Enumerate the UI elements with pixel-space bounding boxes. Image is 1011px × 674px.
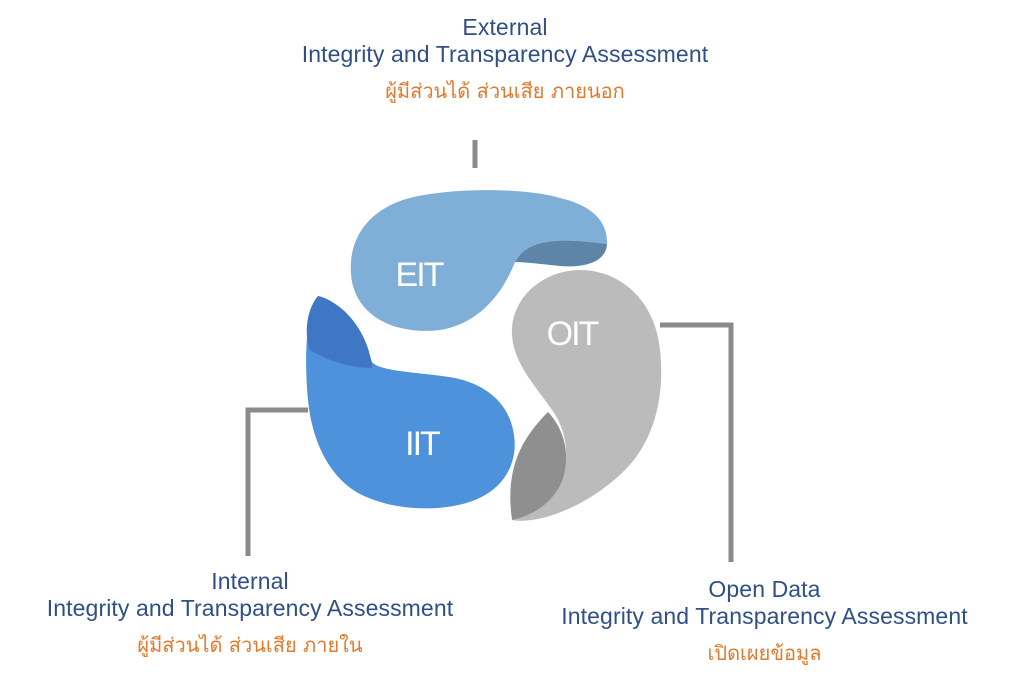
- eit-thai: ผู้มีส่วนได้ ส่วนเสีย ภายนอก: [385, 79, 625, 104]
- oit-blob: OIT: [510, 270, 662, 521]
- oit-blob-tail: [510, 412, 567, 520]
- connector-iit: [245, 407, 308, 556]
- oit-line2: Integrity and Transparency Assessment: [561, 603, 968, 630]
- iit-line2: Integrity and Transparency Assessment: [46, 595, 454, 622]
- iit-blob: IIT: [306, 296, 515, 509]
- iit-thai: ผู้มีส่วนได้ ส่วนเสีย ภายใน: [137, 633, 363, 658]
- oit-thai: เปิดเผยข้อมูล: [707, 641, 822, 666]
- oit-blob-main: [511, 270, 662, 521]
- oit-code: OIT: [547, 315, 599, 353]
- iit-line1: Internal: [211, 568, 289, 594]
- iit-code: IIT: [405, 425, 440, 463]
- eit-line1: External: [462, 14, 548, 40]
- eit-code: EIT: [396, 256, 444, 294]
- connector-oit: [660, 322, 734, 562]
- eit-blob: EIT: [350, 190, 608, 331]
- eit-label-block: External Integrity and Transparency Asse…: [205, 14, 805, 104]
- oit-line1: Open Data: [708, 576, 821, 602]
- eit-blob-main: [350, 190, 608, 331]
- connectors: [245, 140, 734, 562]
- eit-blob-tail: [515, 240, 607, 267]
- iit-label-block: Internal Integrity and Transparency Asse…: [0, 568, 500, 658]
- iit-blob-tail: [306, 296, 372, 368]
- oit-label-block: Open Data Integrity and Transparency Ass…: [518, 576, 1011, 666]
- eit-line2: Integrity and Transparency Assessment: [301, 41, 709, 68]
